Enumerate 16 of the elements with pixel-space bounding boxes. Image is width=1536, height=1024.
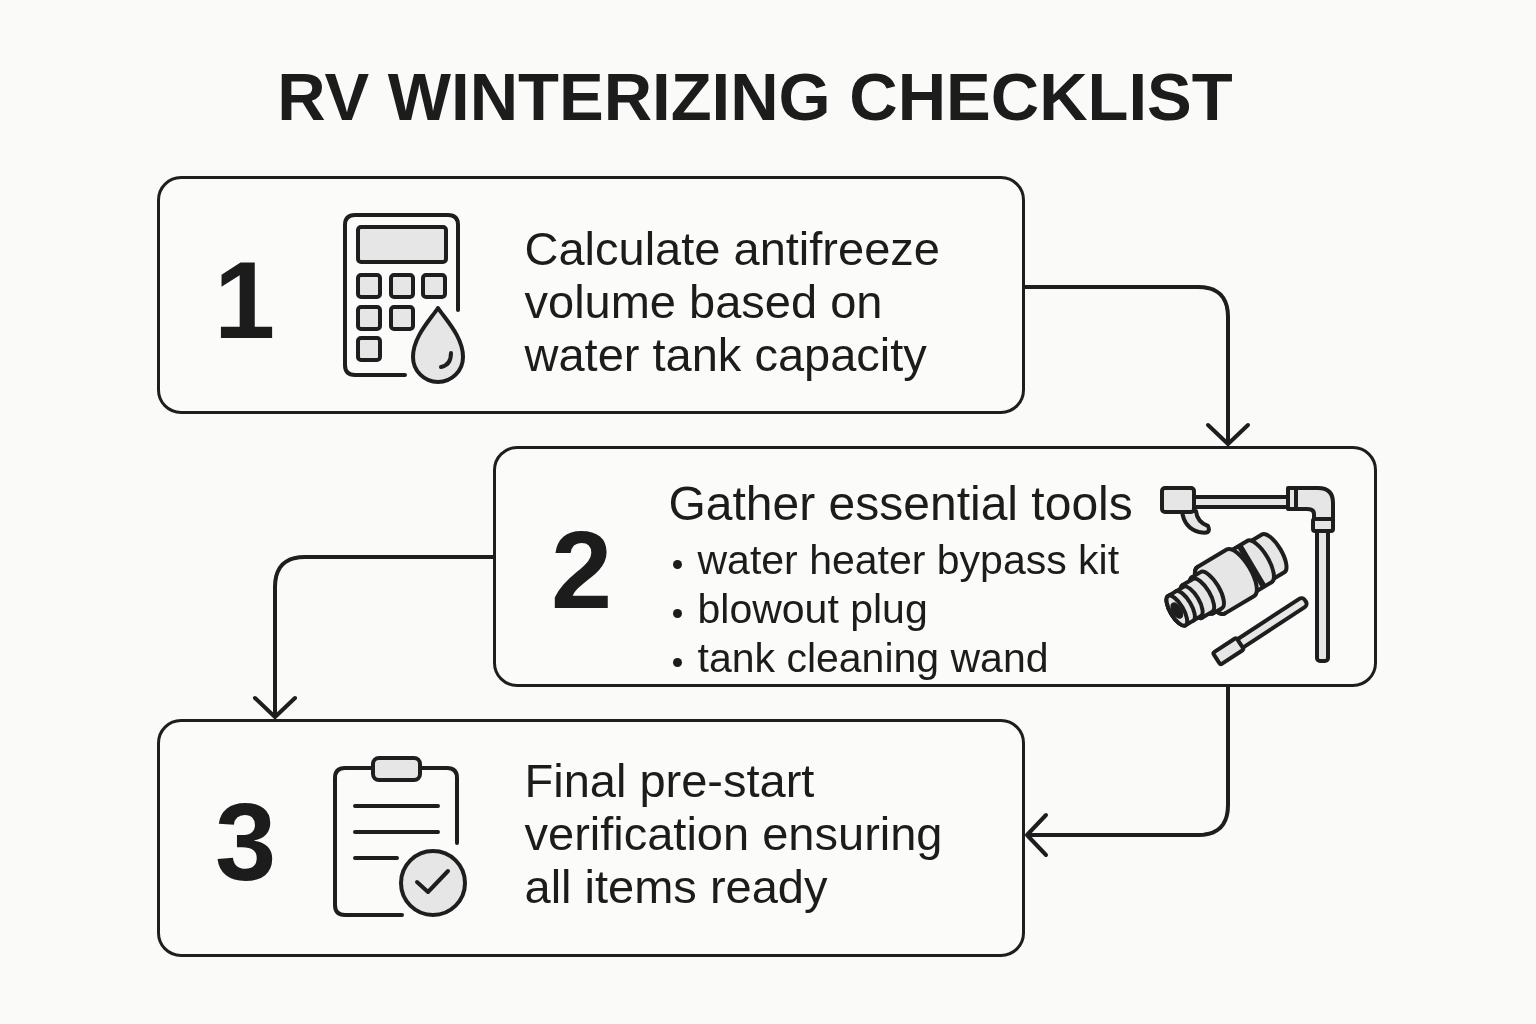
step-number: 3 — [213, 786, 278, 897]
diagram-title: RV WINTERIZING CHECKLIST — [276, 63, 1234, 130]
step-heading: Gather essential tools — [668, 476, 1133, 530]
step-description: Final pre-start verification ensuring all items ready — [524, 753, 943, 913]
step-number: 2 — [549, 514, 614, 625]
flow-arrow — [253, 555, 493, 719]
list-item: water heater bypass kit — [697, 535, 1120, 585]
flow-arrow — [1025, 285, 1250, 446]
step-number: 1 — [212, 244, 277, 355]
step-description: Calculate antifreeze volume based on water tank capacity — [524, 221, 940, 381]
list-item: tank cleaning wand — [697, 633, 1049, 683]
list-item: blowout plug — [697, 584, 928, 634]
step-box — [493, 446, 1377, 687]
step-box — [157, 176, 1025, 414]
flow-arrow — [1025, 687, 1230, 857]
step-box — [157, 719, 1025, 957]
